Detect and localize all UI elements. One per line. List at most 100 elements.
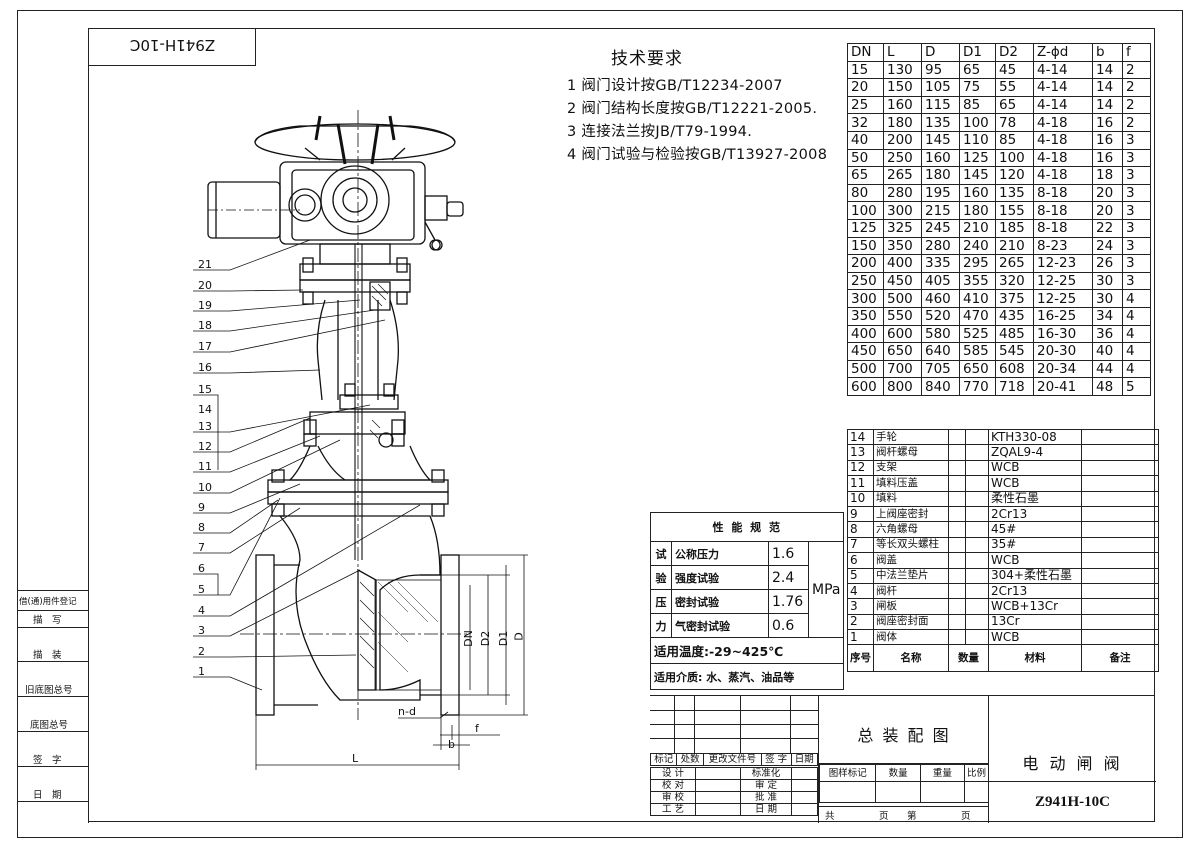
perf-medium: 适用介质: 水、蒸汽、油品等 xyxy=(649,663,845,690)
table-cell: 100 xyxy=(959,113,996,132)
valve-body xyxy=(278,515,441,701)
table-cell: 40 xyxy=(847,130,884,150)
table-cell: 55 xyxy=(995,78,1034,97)
page-total-unit: 页 xyxy=(879,811,889,822)
perf-unit: MPa xyxy=(807,541,845,638)
table-cell: 12-25 xyxy=(1033,271,1093,291)
balloon-20: 20 xyxy=(198,279,212,292)
page-num-unit: 页 xyxy=(961,811,971,822)
page-total-label: 共 xyxy=(825,811,835,822)
table-cell: 280 xyxy=(921,236,960,256)
parts-cell: 等长双头螺柱 xyxy=(873,536,949,554)
table-cell: 80 xyxy=(847,183,884,203)
perf-value-2: 1.76 xyxy=(768,589,809,614)
balloon-17: 17 xyxy=(198,340,212,353)
parts-cell: KTH330-08 xyxy=(988,428,1082,446)
table-cell: 5 xyxy=(1122,377,1151,396)
side-label-3: 旧底图总号 xyxy=(25,685,73,696)
mark-table: 图样标记 数量 重量 比例 xyxy=(818,764,990,803)
tech-title: 技术要求 xyxy=(611,49,683,69)
balloon-21: 21 xyxy=(198,258,212,271)
table-cell: 20-41 xyxy=(1033,377,1093,396)
balloon-15: 15 xyxy=(198,383,212,396)
balloon-11: 11 xyxy=(198,460,212,473)
table-cell: 840 xyxy=(921,377,960,396)
table-cell: 65 xyxy=(847,166,884,185)
product-name: 电 动 闸 阀 xyxy=(1022,754,1123,773)
table-cell: 608 xyxy=(995,359,1034,379)
table-cell: 500 xyxy=(847,359,884,379)
parts-header-0: 序号 xyxy=(847,644,874,673)
dim-header-4: D2 xyxy=(995,43,1034,62)
parts-cell xyxy=(1081,629,1159,646)
right-flange xyxy=(440,554,460,716)
parts-cell: 阀座密封面 xyxy=(873,613,949,631)
balloon-7: 7 xyxy=(198,541,205,554)
parts-cell: WCB xyxy=(988,459,1082,477)
tech-item: 1 阀门设计按GB/T12234-2007 xyxy=(567,78,783,94)
table-cell: 700 xyxy=(883,359,922,379)
table-cell: 800 xyxy=(883,377,922,396)
parts-cell: WCB xyxy=(988,475,1082,492)
balloon-6: 6 xyxy=(198,562,205,575)
inner-border xyxy=(88,28,1155,822)
perf-label-2: 密封试验 xyxy=(671,589,769,614)
perf-temperature: 适用温度:-29~425℃ xyxy=(649,637,845,664)
table-cell: 150 xyxy=(883,78,922,97)
side-label-4: 底图总号 xyxy=(30,720,69,731)
table-cell: 160 xyxy=(959,183,996,203)
table-cell: 100 xyxy=(995,148,1034,168)
parts-cell: 手轮 xyxy=(873,428,949,446)
balloon-18: 18 xyxy=(198,319,212,332)
left-flange xyxy=(255,554,275,716)
parts-cell: 中法兰垫片 xyxy=(873,567,949,584)
table-cell: 410 xyxy=(959,289,996,308)
page-num-label: 第 xyxy=(907,811,917,822)
parts-cell xyxy=(1081,428,1159,446)
parts-cell: 柔性石墨 xyxy=(988,490,1082,507)
table-cell: 705 xyxy=(921,359,960,379)
side-label-6: 日 期 xyxy=(33,790,62,801)
balloon-16: 16 xyxy=(198,361,212,374)
table-cell: 16-30 xyxy=(1033,324,1093,344)
table-cell: 160 xyxy=(921,148,960,168)
dim-d: D xyxy=(512,632,526,641)
balloon-13: 13 xyxy=(198,420,212,433)
parts-cell: 六角螺母 xyxy=(873,521,949,538)
table-cell: 3 xyxy=(1122,236,1151,256)
balloon-10: 10 xyxy=(198,481,212,494)
rev-h-4: 日期 xyxy=(790,753,819,766)
dim-b: b xyxy=(448,738,455,751)
parts-cell: WCB xyxy=(988,552,1082,569)
side-label-1: 描 写 xyxy=(33,615,62,626)
table-cell: 400 xyxy=(883,254,922,273)
parts-header-2: 数量 xyxy=(948,644,989,673)
dim-nd: n-d xyxy=(398,705,416,718)
parts-cell: WCB xyxy=(988,629,1082,646)
tech-item: 2 阀门结构长度按GB/T12221-2005. xyxy=(567,101,818,117)
table-cell: 240 xyxy=(959,236,996,256)
table-cell: 300 xyxy=(847,289,884,308)
sign-3-b: 日 期 xyxy=(740,803,792,816)
balloon-5: 5 xyxy=(198,583,205,596)
table-cell: 8-18 xyxy=(1033,218,1093,238)
table-cell: 145 xyxy=(921,130,960,150)
